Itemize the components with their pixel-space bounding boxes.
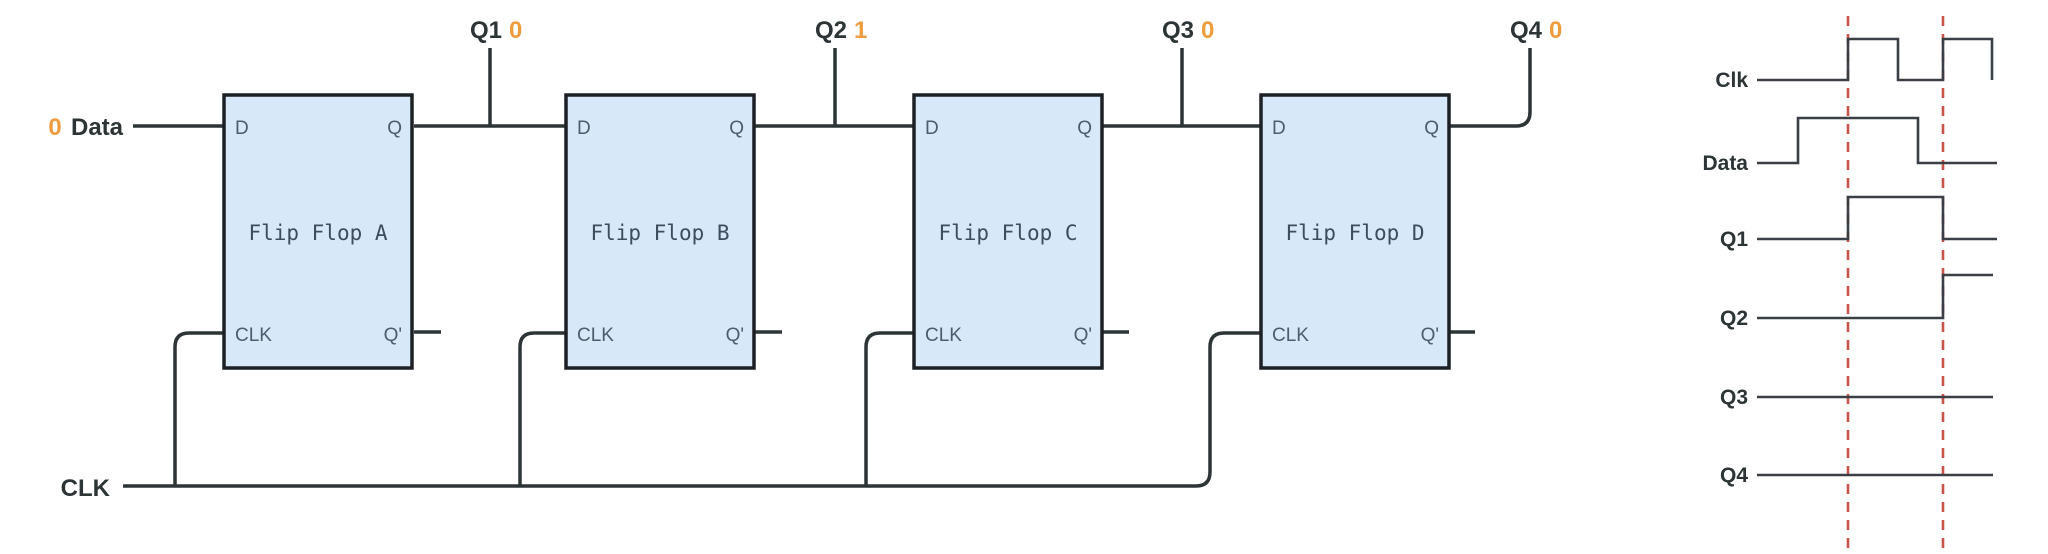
q3-output-label: Q3 — [1162, 17, 1194, 44]
ffc-pin-qbar-label: Q' — [1074, 325, 1092, 346]
ffd-pin-d-label: D — [1272, 118, 1286, 139]
timing-waveforms — [1757, 37, 1997, 477]
q1-output-value: 0 — [509, 17, 522, 44]
flipflop-b: D Q CLK Q' Flip Flop B — [564, 93, 756, 370]
q2-output-value: 1 — [854, 17, 867, 44]
flipflop-d-name: Flip Flop D — [1285, 221, 1424, 245]
timing-label-clk: Clk — [1715, 69, 1748, 92]
waveform-q1 — [1757, 195, 1997, 241]
ffd-pin-clk-label: CLK — [1272, 325, 1309, 346]
flipflop-a-name: Flip Flop A — [248, 221, 387, 245]
ffc-pin-q-label: Q — [1077, 118, 1092, 139]
timing-label-q1: Q1 — [1720, 228, 1748, 251]
ffc-pin-d-label: D — [925, 118, 939, 139]
flipflop-c-name: Flip Flop C — [938, 221, 1077, 245]
ffa-pin-d-label: D — [235, 118, 249, 139]
data-input-value: 0 — [48, 114, 61, 141]
flipflop-d-box — [1259, 93, 1451, 370]
timing-label-q2: Q2 — [1720, 307, 1748, 330]
ffa-pin-qbar-label: Q' — [384, 325, 402, 346]
clk-branch-ffc — [864, 331, 914, 486]
flipflop-a: D Q CLK Q' Flip Flop A — [222, 93, 414, 370]
flipflop-c-box — [912, 93, 1104, 370]
waveform-data — [1757, 116, 1997, 165]
ffb-pin-qbar-label: Q' — [726, 325, 744, 346]
flipflop-c: D Q CLK Q' Flip Flop C — [912, 93, 1104, 370]
q3-output-value: 0 — [1201, 17, 1214, 44]
timing-markers — [1846, 16, 1945, 548]
clk-bus-wire — [123, 331, 1261, 488]
waveform-q2 — [1757, 273, 1993, 320]
circuit-wires — [123, 48, 1532, 488]
data-input-label: Data — [71, 114, 124, 141]
q4-output-value: 0 — [1549, 17, 1562, 44]
flipflop-b-name: Flip Flop B — [590, 221, 729, 245]
ffc-pin-clk-label: CLK — [925, 325, 962, 346]
q1-output-label: Q1 — [470, 17, 502, 44]
q4-output-label: Q4 — [1510, 17, 1543, 44]
clk-branch-ffb — [518, 331, 566, 486]
flipflop-b-box — [564, 93, 756, 370]
ffa-pin-clk-label: CLK — [235, 325, 272, 346]
ffb-pin-clk-label: CLK — [577, 325, 614, 346]
ffd-pin-qbar-label: Q' — [1421, 325, 1439, 346]
ffb-pin-q-label: Q — [729, 118, 744, 139]
clk-branch-ffa — [173, 331, 224, 486]
timing-label-q4: Q4 — [1720, 464, 1748, 487]
q4-output-wire — [1448, 48, 1532, 128]
q2-output-label: Q2 — [815, 17, 847, 44]
clk-input-label: CLK — [61, 475, 111, 502]
ffb-pin-d-label: D — [577, 118, 591, 139]
ffa-pin-q-label: Q — [387, 118, 402, 139]
circuit-labels: 0 Data CLK Q1 0 Q2 1 Q3 0 Q4 0 — [48, 17, 1562, 502]
waveform-clk — [1757, 37, 1994, 82]
timing-label-data: Data — [1702, 152, 1748, 175]
timing-label-q3: Q3 — [1720, 386, 1748, 409]
ffd-pin-q-label: Q — [1424, 118, 1439, 139]
flipflop-d: D Q CLK Q' Flip Flop D — [1259, 93, 1451, 370]
flipflop-a-box — [222, 93, 414, 370]
